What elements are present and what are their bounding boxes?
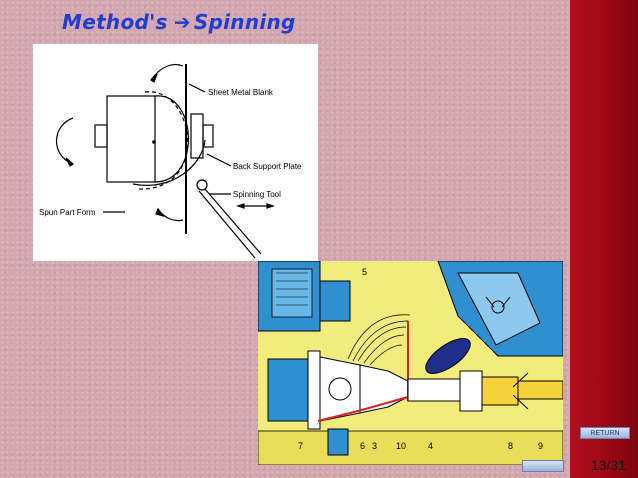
slide-title: Method's➔Spinning — [62, 10, 296, 34]
title-topic: Spinning — [193, 10, 296, 34]
part-label-4: 4 — [428, 441, 434, 451]
spinning-machine-drawing: 5 7 6 3 10 4 8 9 — [258, 261, 563, 465]
previous-button[interactable] — [522, 460, 564, 472]
label-spinning-tool: Spinning Tool — [233, 190, 281, 199]
return-button[interactable]: RETURN — [580, 427, 630, 439]
label-spun-part-form: Spun Part Form — [39, 208, 96, 217]
part-label-5: 5 — [362, 267, 368, 277]
title-method: Method's — [62, 10, 168, 34]
page-number: 13/31 — [590, 457, 626, 473]
label-sheet-metal-blank: Sheet Metal Blank — [208, 88, 273, 97]
label-back-support-plate: Back Support Plate — [233, 162, 302, 171]
part-label-6: 6 — [360, 441, 366, 451]
spinning-schematic: Sheet Metal Blank Back Support Plate Spi… — [33, 44, 318, 261]
spinning-schematic-drawing — [56, 63, 275, 259]
part-label-7: 7 — [298, 441, 304, 451]
arrow-right-icon: ➔ — [173, 10, 191, 34]
part-label-10: 10 — [396, 441, 407, 451]
part-label-9: 9 — [538, 441, 544, 451]
part-label-3: 3 — [372, 441, 378, 451]
machine-drawing-art — [258, 261, 563, 465]
part-label-8: 8 — [508, 441, 514, 451]
right-accent-bar — [570, 0, 638, 478]
